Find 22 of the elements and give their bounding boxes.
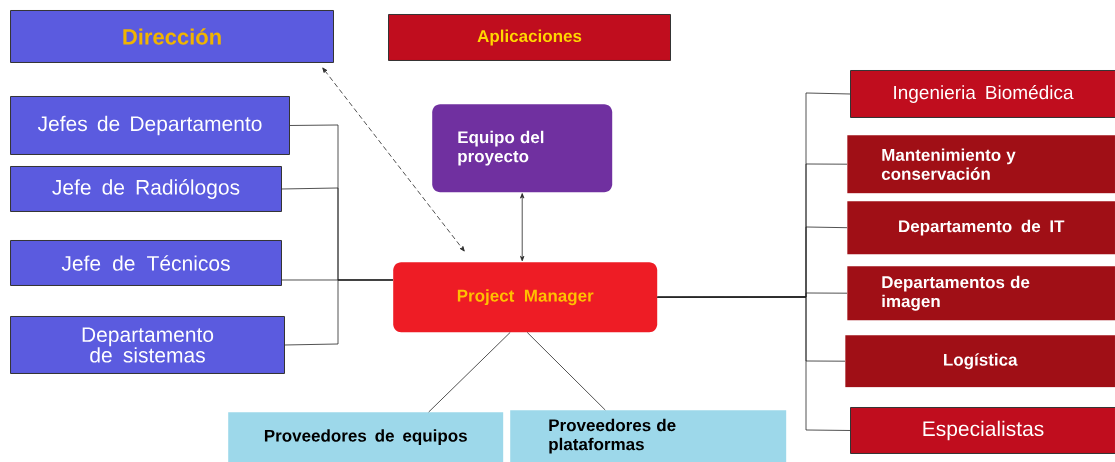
heading-box: Aplicaciones [388,14,671,61]
connector [657,296,851,431]
connector [284,279,394,346]
department-box: Departamentos de imagen [847,266,1115,321]
heading-box: Dirección [10,10,334,63]
department-box: Especialistas [850,407,1115,454]
department-box: Mantenimiento y conservación [847,135,1115,194]
role-box: Jefe de Radiólogos [10,166,282,212]
department-box: Logística [845,335,1115,388]
connector [322,67,465,252]
connector [526,332,606,411]
connector [428,332,511,413]
team-box: Equipo del proyecto [432,104,613,193]
department-box: Ingenieria Biomédica [850,70,1115,118]
role-box: Jefe de Técnicos [10,240,282,286]
supplier-box: Proveedores de equipos [228,412,504,462]
role-box: Departamento de sistemas [10,316,285,374]
supplier-box: Proveedores de plataformas [510,410,787,462]
department-box: Departamento de IT [847,201,1115,255]
connector [520,193,525,262]
role-box: Jefes de Departamento [10,96,290,155]
manager-box: Project Manager [393,262,658,333]
